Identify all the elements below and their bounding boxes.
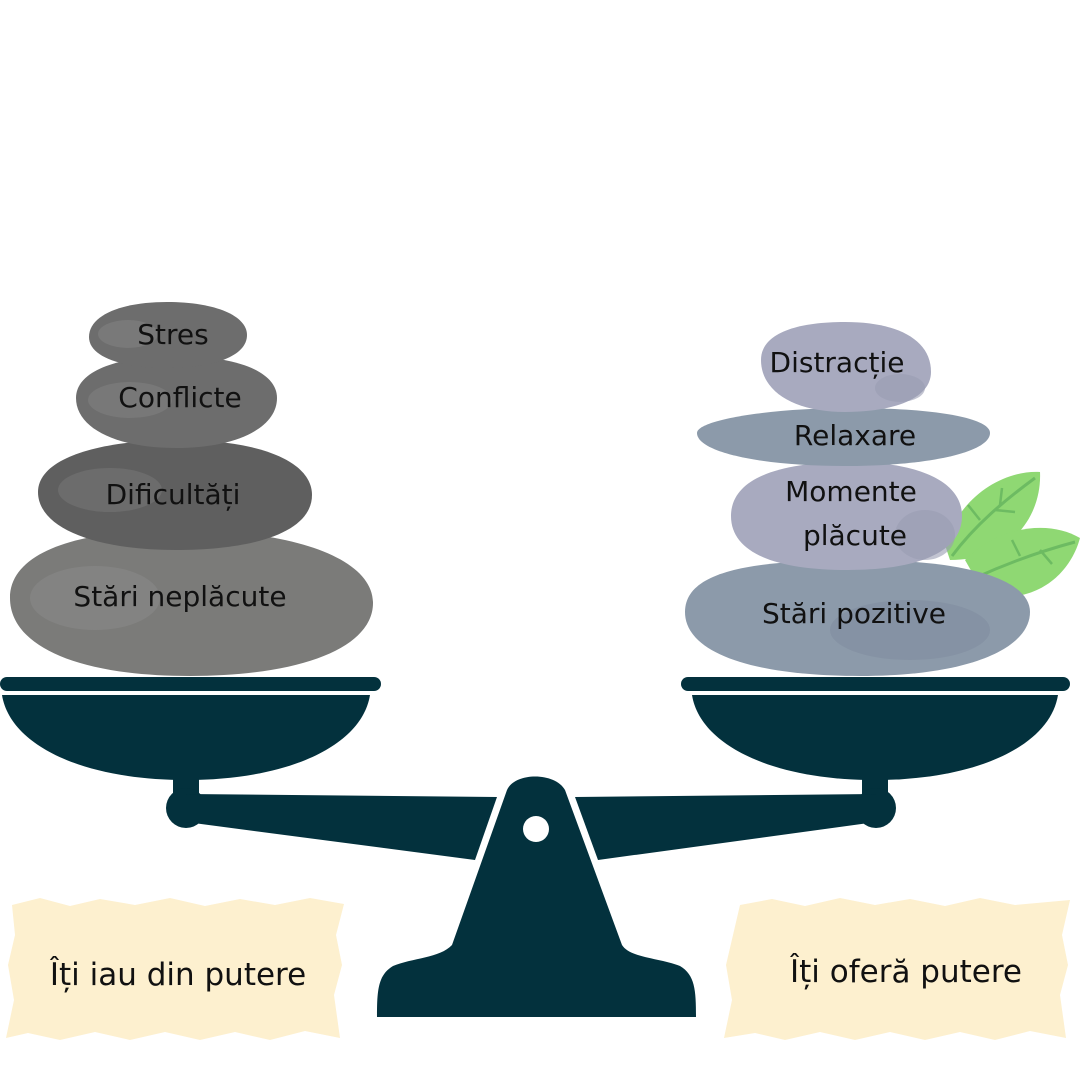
left-pan-rim bbox=[0, 677, 381, 691]
scale-stand bbox=[377, 776, 696, 1017]
label-stres: Stres bbox=[137, 317, 209, 351]
label-momente: Momente bbox=[785, 474, 917, 508]
label-placute: plăcute bbox=[802, 518, 908, 552]
left-stone-stack bbox=[10, 302, 374, 676]
label-relaxare: Relaxare bbox=[793, 418, 917, 452]
left-note bbox=[6, 898, 344, 1040]
note-right-text: Îți oferă putere bbox=[789, 953, 1023, 990]
right-stone-stack bbox=[685, 322, 1030, 676]
balance-scale bbox=[0, 677, 1070, 1017]
left-pan-bowl bbox=[2, 695, 370, 780]
beam-left bbox=[186, 794, 497, 860]
label-stari-pozitive: Stări pozitive bbox=[761, 596, 947, 630]
label-conflicte: Conflicte bbox=[118, 380, 242, 414]
label-stari-neplacute: Stări neplăcute bbox=[73, 579, 287, 613]
beam-right bbox=[575, 794, 876, 860]
label-distractie: Distracție bbox=[769, 345, 905, 379]
note-left-text: Îți iau din putere bbox=[49, 956, 307, 993]
left-stone-top bbox=[89, 302, 247, 368]
left-stone-second bbox=[76, 356, 277, 448]
right-note bbox=[724, 898, 1070, 1040]
right-pan-bowl bbox=[692, 695, 1058, 780]
right-stone-second bbox=[697, 408, 990, 466]
label-dificultati: Dificultăți bbox=[105, 477, 241, 511]
left-stone-third bbox=[38, 440, 312, 550]
right-pan-rim bbox=[681, 677, 1070, 691]
